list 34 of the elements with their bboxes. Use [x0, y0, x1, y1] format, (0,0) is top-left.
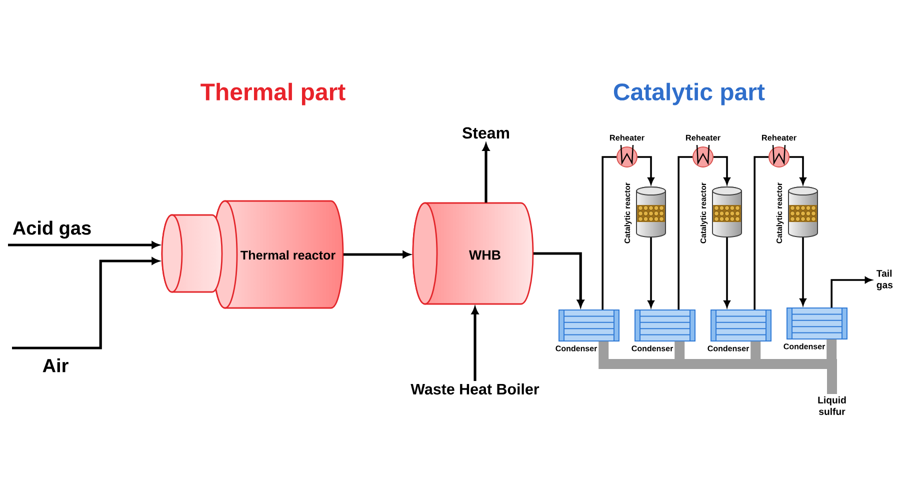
- stream-label: Steam: [462, 127, 510, 139]
- arrow: [482, 144, 490, 203]
- line: [754, 156, 768, 310]
- reactor-cylinder: Thermal reactor: [161, 200, 344, 309]
- arrow: [638, 156, 654, 184]
- equipment-label: Condenser: [784, 343, 826, 350]
- line: [602, 156, 616, 310]
- arrow: [714, 156, 730, 184]
- stream-label: Liquid sulfur: [818, 396, 846, 415]
- stream-label: Tail gas: [876, 270, 893, 290]
- arrow: [790, 156, 806, 184]
- equipment-label: Reheater: [762, 134, 796, 141]
- arrow: [724, 237, 730, 308]
- arrow: [12, 258, 160, 350]
- arrow: [830, 276, 872, 308]
- arrow: [8, 242, 160, 249]
- section-heading: Thermal part: [200, 82, 346, 106]
- arrow: [472, 306, 478, 381]
- boiler-cylinder: WHB: [412, 202, 534, 305]
- arrow: [343, 251, 410, 258]
- arrow: [648, 237, 654, 308]
- equipment-label: Reheater: [610, 134, 644, 141]
- stream-label: Acid gas: [12, 220, 91, 239]
- equipment-label: Condenser: [556, 345, 598, 352]
- line: [678, 156, 692, 310]
- equipment-label: Reheater: [686, 134, 720, 141]
- equipment-label: Condenser: [632, 345, 674, 352]
- arrow: [800, 237, 806, 306]
- section-heading: Catalytic part: [614, 82, 765, 106]
- stream-label: Waste Heat Boiler: [410, 383, 540, 395]
- pipe: [598, 339, 837, 394]
- equipment-label: Condenser: [708, 345, 750, 352]
- stream-label: Air: [42, 358, 68, 372]
- arrow: [533, 252, 584, 308]
